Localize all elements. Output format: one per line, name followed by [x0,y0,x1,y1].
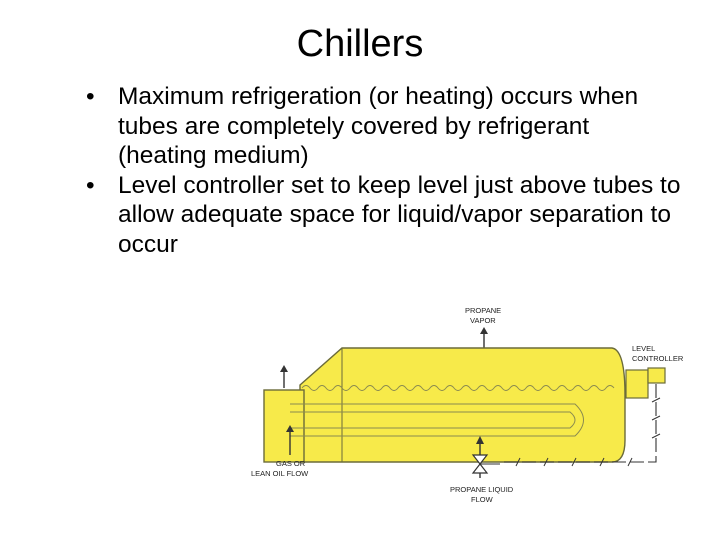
bullet-list: • Maximum refrigeration (or heating) occ… [84,82,684,259]
control-signal-line [500,384,657,463]
chiller-diagram: PROPANE VAPOR GAS OR LEAN OIL FLOW LEVEL… [251,306,684,504]
level-controller-body [625,369,649,399]
bullet-dot: • [86,83,95,110]
gas-flow-label-line1: GAS OR [276,459,306,468]
propane-vapor-label-line2: VAPOR [470,316,496,325]
level-controller-label-line2: CONTROLLER [632,354,684,363]
bullet-text: Maximum refrigeration (or heating) occur… [118,83,639,169]
gas-inlet-arrow [286,425,294,455]
propane-vapor-arrow [480,327,488,350]
level-controller-label-line1: LEVEL [632,344,655,353]
bullet-text: Level controller set to keep level just … [118,171,681,258]
propane-liquid-label-line2: FLOW [471,495,494,504]
signal-line-hash-marks [515,397,661,467]
u-tube-bundle [290,403,584,437]
level-controller-box [647,367,666,384]
gas-outlet-arrow [280,365,288,388]
gas-flow-label-line2: LEAN OIL FLOW [251,469,309,478]
tube-bundle-head [263,389,305,463]
slide-title: Chillers [296,23,424,65]
control-valve-icon [471,454,500,474]
liquid-level-line [301,385,615,391]
propane-vapor-label-line1: PROPANE [465,306,501,315]
bullet-item: • Maximum refrigeration (or heating) occ… [84,82,684,171]
propane-liquid-label-line1: PROPANE LIQUID [450,485,514,494]
bullet-dot: • [86,171,95,199]
bullet-item: • Level controller set to keep level jus… [84,171,684,260]
